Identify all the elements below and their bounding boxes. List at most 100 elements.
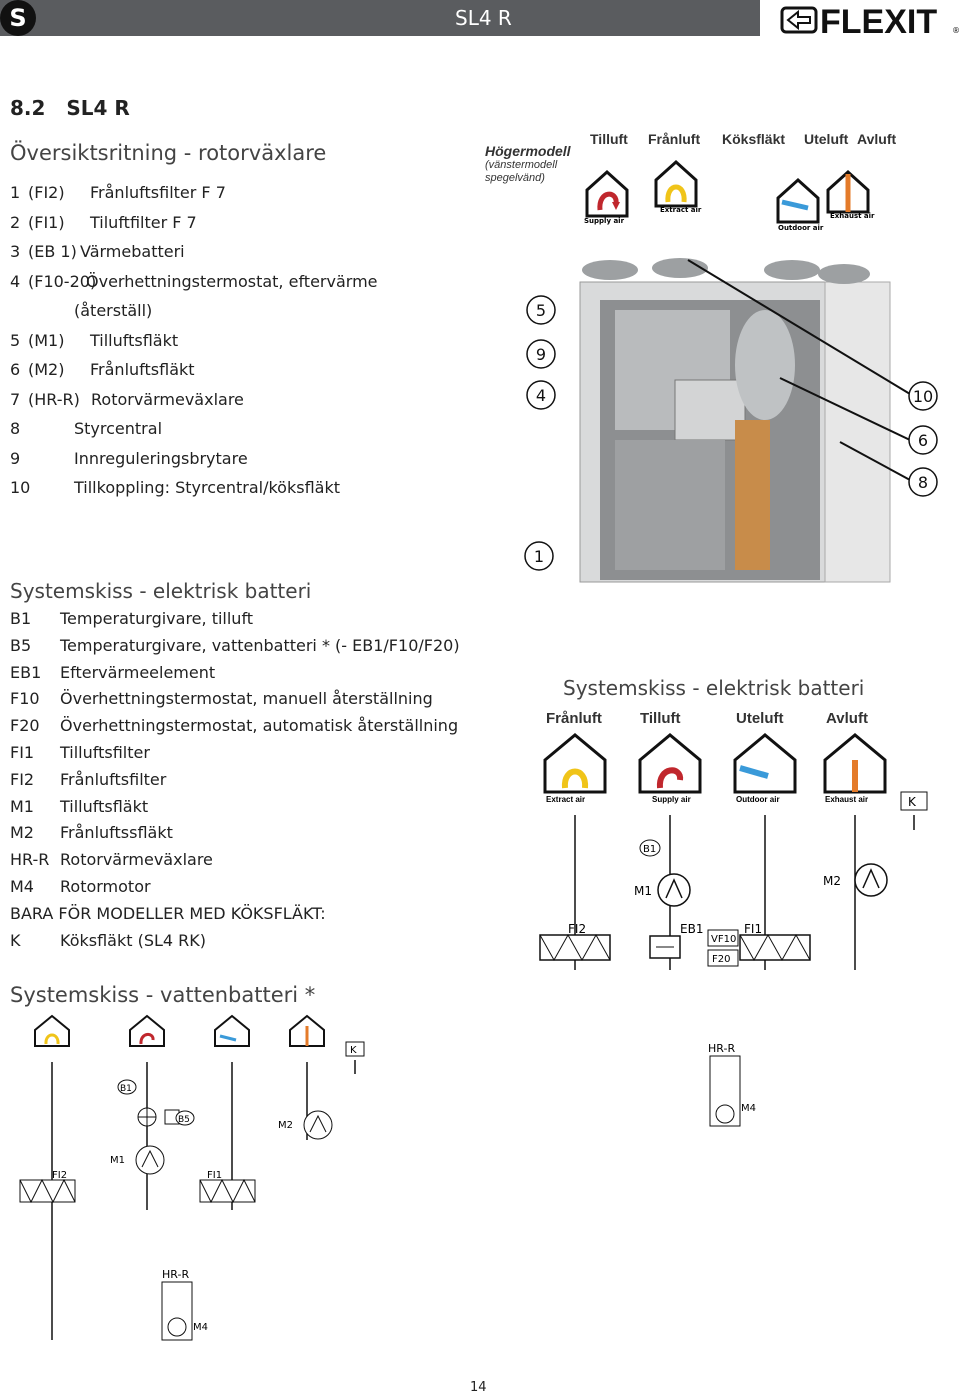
item-number: 8 bbox=[10, 419, 21, 438]
unit-photo: Supply air Extract air Outdoor air Exhau… bbox=[524, 159, 938, 583]
svg-text:M1: M1 bbox=[634, 884, 652, 898]
legend-text: Köksfläkt (SL4 RK) bbox=[60, 930, 207, 950]
electric-caption: Systemskiss - elektrisk batteri bbox=[10, 579, 312, 603]
overview-item: 8 Styrcentral bbox=[10, 414, 480, 444]
item-text: Värmebatteri bbox=[80, 242, 185, 261]
header-bar bbox=[0, 0, 760, 36]
svg-text:EB1: EB1 bbox=[680, 922, 703, 936]
model-sub2: spegelvänd) bbox=[485, 172, 545, 184]
svg-text:9: 9 bbox=[536, 345, 546, 364]
svg-text:Extract air: Extract air bbox=[660, 206, 702, 214]
photo-header-tilluft: Tilluft bbox=[590, 131, 628, 147]
item-text: Frånluftsfläkt bbox=[90, 360, 195, 379]
legend-item: F10 Överhettningstermostat, manuell åters… bbox=[10, 686, 550, 713]
item-number: 3 bbox=[10, 242, 21, 261]
model-title: Högermodell bbox=[485, 143, 571, 159]
overview-item: 6(M2)Frånluftsfläkt bbox=[10, 355, 480, 385]
legend-text: Temperaturgivare, tilluft bbox=[60, 609, 254, 628]
header-badge: S bbox=[0, 0, 36, 36]
section-heading: 8.2 SL4 R bbox=[10, 96, 130, 120]
legend-text: Rotormotor bbox=[60, 876, 151, 896]
legend-code: HR-R bbox=[10, 850, 50, 870]
flexit-logo: FLEXIT ® bbox=[780, 3, 960, 36]
item-text: Överhettningstermostat, eftervärme bbox=[86, 271, 378, 291]
item-text: Rotorvärmeväxlare bbox=[91, 389, 244, 409]
legend-code: B5 bbox=[10, 635, 32, 655]
item-text: (återställ) bbox=[74, 301, 153, 320]
supply-air-house-icon: Supply air bbox=[584, 169, 629, 225]
legend-code: M1 bbox=[10, 796, 34, 816]
legend-code: F10 bbox=[10, 689, 40, 709]
legend-item: FI2 Frånluftsfilter bbox=[10, 767, 550, 794]
legend-text: Frånluftsfilter bbox=[60, 769, 167, 789]
electric-system-diagram: Extract air Supply air Outdoor air Exhau… bbox=[539, 733, 928, 970]
item-number: 2 bbox=[10, 212, 21, 232]
item-number: 6 bbox=[10, 360, 21, 379]
legend-item: B5 Temperaturgivare, vattenbatteri * (- E… bbox=[10, 633, 550, 660]
item-number: 7 bbox=[10, 389, 21, 409]
header-title: SL4 R bbox=[455, 6, 512, 30]
overview-item: 7 (HR-R) Rotorvärmeväxlare bbox=[10, 385, 480, 415]
legend-text: Överhettningstermostat, manuell återstäl… bbox=[60, 689, 433, 709]
item-number: 9 bbox=[10, 448, 21, 468]
svg-text:B5: B5 bbox=[178, 1115, 190, 1125]
overview-item: 3(EB 1)Värmebatteri bbox=[10, 237, 480, 267]
svg-text:FI1: FI1 bbox=[207, 1170, 222, 1181]
photo-header-uteluft: Uteluft bbox=[804, 131, 849, 147]
overview-caption: Översiktsritning - rotorväxlare bbox=[10, 141, 327, 165]
item-code: (F10-20) bbox=[28, 271, 97, 291]
legend-text: Tilluftsfilter bbox=[60, 742, 150, 762]
legend-code: FI1 bbox=[10, 742, 35, 762]
diag-header-tilluft: Tilluft bbox=[640, 710, 681, 727]
extract-air-house-icon: Extract air bbox=[654, 159, 702, 214]
legend-text: Temperaturgivare, vattenbatteri * (- EB1… bbox=[60, 635, 460, 655]
item-text: Tilluftsfläkt bbox=[90, 330, 179, 350]
svg-text:M4: M4 bbox=[741, 1103, 756, 1114]
extract-air-house-icon bbox=[34, 1014, 70, 1047]
overview-item: (återställ) bbox=[10, 296, 480, 326]
outdoor-air-house-icon: Outdoor air bbox=[776, 177, 824, 232]
item-text: Tillkoppling: Styrcentral/köksfläkt bbox=[74, 478, 340, 497]
item-number: 10 bbox=[10, 478, 31, 497]
legend-code: FI2 bbox=[10, 769, 35, 789]
overview-item: 4 (F10-20)Överhettningstermostat, eftervä… bbox=[10, 267, 480, 297]
section-number: 8.2 bbox=[10, 96, 46, 120]
item-number: 5 bbox=[10, 330, 21, 350]
page-header: S SL4 R FLEXIT ® bbox=[0, 0, 960, 40]
item-code: (HR-R) bbox=[28, 389, 80, 409]
svg-text:Outdoor air: Outdoor air bbox=[736, 795, 780, 804]
svg-text:5: 5 bbox=[536, 301, 546, 320]
svg-text:8: 8 bbox=[918, 473, 928, 492]
svg-text:M1: M1 bbox=[110, 1155, 125, 1166]
svg-text:Exhaust air: Exhaust air bbox=[830, 212, 875, 220]
overview-item: 1(FI2)Frånluftsfilter F 7 bbox=[10, 178, 480, 208]
model-sub1: (vänstermodell bbox=[485, 159, 558, 171]
overview-item: 2(FI1)Tiluftfilter F 7 bbox=[10, 208, 480, 238]
svg-text:B1: B1 bbox=[120, 1084, 132, 1094]
overview-item: 10 Tillkoppling: Styrcentral/köksfläkt bbox=[10, 473, 480, 503]
item-number: 4 bbox=[10, 271, 21, 291]
exhaust-air-house-icon: Exhaust air bbox=[826, 169, 875, 220]
supply-air-house-icon bbox=[638, 733, 702, 794]
page-number: 14 bbox=[470, 1380, 487, 1395]
svg-text:Exhaust air: Exhaust air bbox=[825, 795, 868, 804]
legend-text: Överhettningstermostat, automatisk åters… bbox=[60, 716, 459, 736]
photo-header-franluft: Frånluft bbox=[648, 131, 701, 147]
outdoor-air-house-icon bbox=[733, 733, 797, 794]
svg-text:4: 4 bbox=[536, 386, 546, 405]
item-number: 1 bbox=[10, 183, 21, 202]
legend-item: M4 Rotormotor bbox=[10, 874, 550, 901]
svg-text:Supply air: Supply air bbox=[584, 217, 625, 225]
legend-code: M4 bbox=[10, 876, 34, 896]
outdoor-air-house-icon bbox=[214, 1014, 250, 1047]
electric-diagram-caption: Systemskiss - elektrisk batteri bbox=[563, 676, 865, 700]
item-text: Styrcentral bbox=[74, 419, 163, 438]
extract-air-house-icon bbox=[543, 733, 607, 794]
legend-text: Tilluftsfläkt bbox=[60, 796, 149, 816]
svg-text:Outdoor air: Outdoor air bbox=[778, 224, 824, 232]
photo-header-avluft: Avluft bbox=[857, 131, 897, 147]
